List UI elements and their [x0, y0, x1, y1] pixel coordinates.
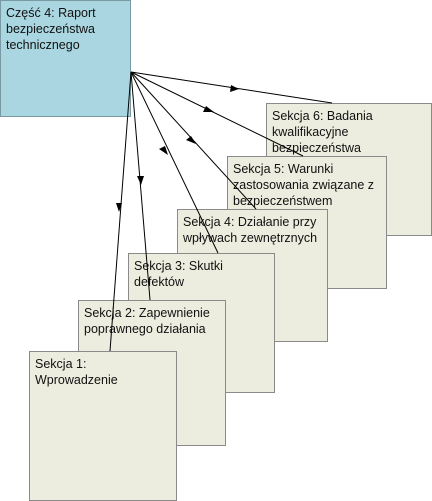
arrow-head-section-2 [137, 176, 144, 185]
arrow-head-section-1 [116, 203, 122, 212]
section-4-label: Sekcja 4: Działanie przy wpływach zewnęt… [183, 215, 318, 245]
section-3-label: Sekcja 3: Skutki defektów [134, 259, 223, 289]
section-2-label: Sekcja 2: Zapewnienie poprawnego działan… [84, 306, 210, 336]
arrow-head-section-4 [186, 136, 196, 144]
section-1-label: Sekcja 1: Wprowadzenie [35, 357, 118, 387]
arrow-head-section-5 [203, 106, 214, 112]
main-report-label: Część 4: Raport bezpieczeństwa techniczn… [6, 6, 96, 52]
main-report-box: Część 4: Raport bezpieczeństwa techniczn… [0, 0, 131, 117]
arrow-to-section-6 [130, 71, 333, 104]
section-6-label: Sekcja 6: Badania kwalifikacyjne bezpiec… [272, 109, 373, 155]
arrow-head-section-6 [230, 85, 239, 92]
arrow-head-section-3 [159, 146, 168, 155]
section-5-label: Sekcja 5: Warunki zastosowania związane … [233, 162, 375, 208]
section-1-box: Sekcja 1: Wprowadzenie [29, 351, 177, 501]
